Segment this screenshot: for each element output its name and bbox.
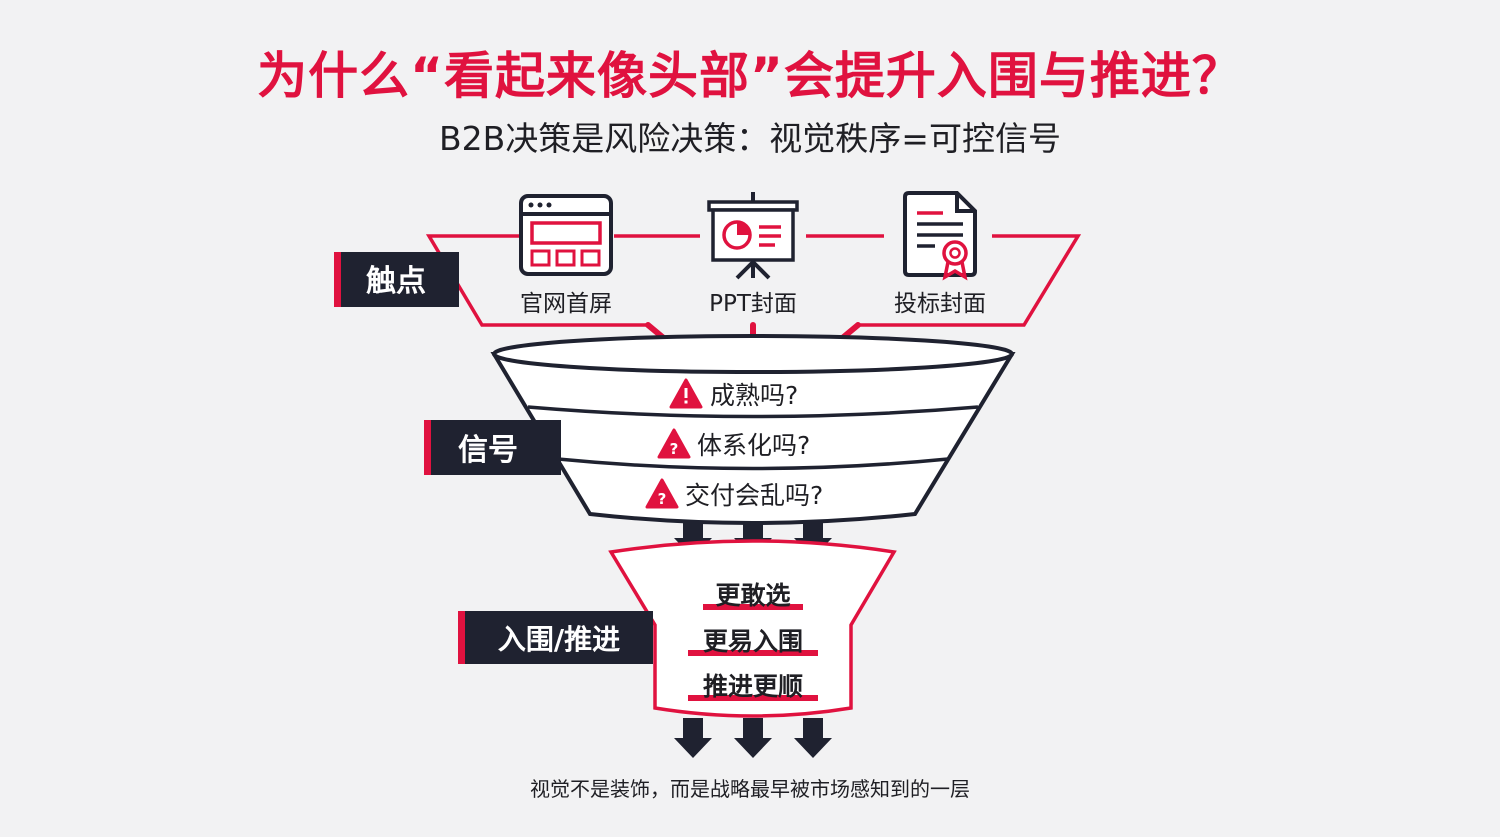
signal-question-1-text: 成熟吗? <box>710 381 798 410</box>
outcome-cup <box>608 539 897 718</box>
arrow-down-icon <box>794 718 832 758</box>
outcome-result-1-text: 更敢选 <box>715 581 790 610</box>
svg-text:?: ? <box>658 490 667 508</box>
touchpoint-label-ppt: PPT封面 <box>709 291 797 317</box>
stage-tag-signals: 信号 <box>424 420 561 475</box>
arrow-down-icon <box>794 522 832 558</box>
svg-text:?: ? <box>670 440 679 458</box>
main-funnel <box>490 334 1016 525</box>
signal-question-3-text: 交付会乱吗? <box>685 481 823 510</box>
page-title: 为什么“看起来像头部”会提升入围与推进？ <box>257 47 1243 105</box>
outcome-result-1: 更敢选 <box>703 581 803 610</box>
arrow-down-icon <box>674 522 712 558</box>
stage-tag-touchpoints-label: 触点 <box>366 264 426 299</box>
website-window-icon <box>519 194 613 276</box>
signal-question-2: ? 体系化吗? <box>657 428 810 460</box>
stage-tag-touchpoints: 触点 <box>334 252 459 307</box>
question-warning-icon: ? <box>657 428 691 459</box>
outcome-result-3-text: 推进更顺 <box>703 672 803 701</box>
certificate-document-icon <box>903 191 977 281</box>
arrow-down-icon <box>734 718 772 758</box>
signal-question-2-text: 体系化吗? <box>697 431 810 460</box>
arrow-down-icon <box>674 718 712 758</box>
presentation-board-icon <box>707 192 799 280</box>
page-subtitle: B2B决策是风险决策：视觉秩序=可控信号 <box>439 119 1061 158</box>
stage-tag-outcome-label: 入围/推进 <box>498 623 620 656</box>
stage-tag-outcome: 入围/推进 <box>458 611 653 664</box>
signal-question-3: ? 交付会乱吗? <box>645 478 823 510</box>
outcome-result-2: 更易入围 <box>688 627 818 656</box>
touchpoint-label-website: 官网首屏 <box>520 291 612 317</box>
question-warning-icon: ? <box>645 478 679 509</box>
stage-tag-signals-label: 信号 <box>458 433 518 468</box>
outcome-result-3: 推进更顺 <box>688 672 818 701</box>
outcome-result-2-text: 更易入围 <box>703 627 803 656</box>
warning-icon <box>669 378 703 409</box>
touchpoint-label-bid: 投标封面 <box>894 291 986 317</box>
footer-caption: 视觉不是装饰，而是战略最早被市场感知到的一层 <box>530 777 970 801</box>
outcome-arrows <box>674 718 832 758</box>
signal-question-1: 成熟吗? <box>669 378 798 410</box>
